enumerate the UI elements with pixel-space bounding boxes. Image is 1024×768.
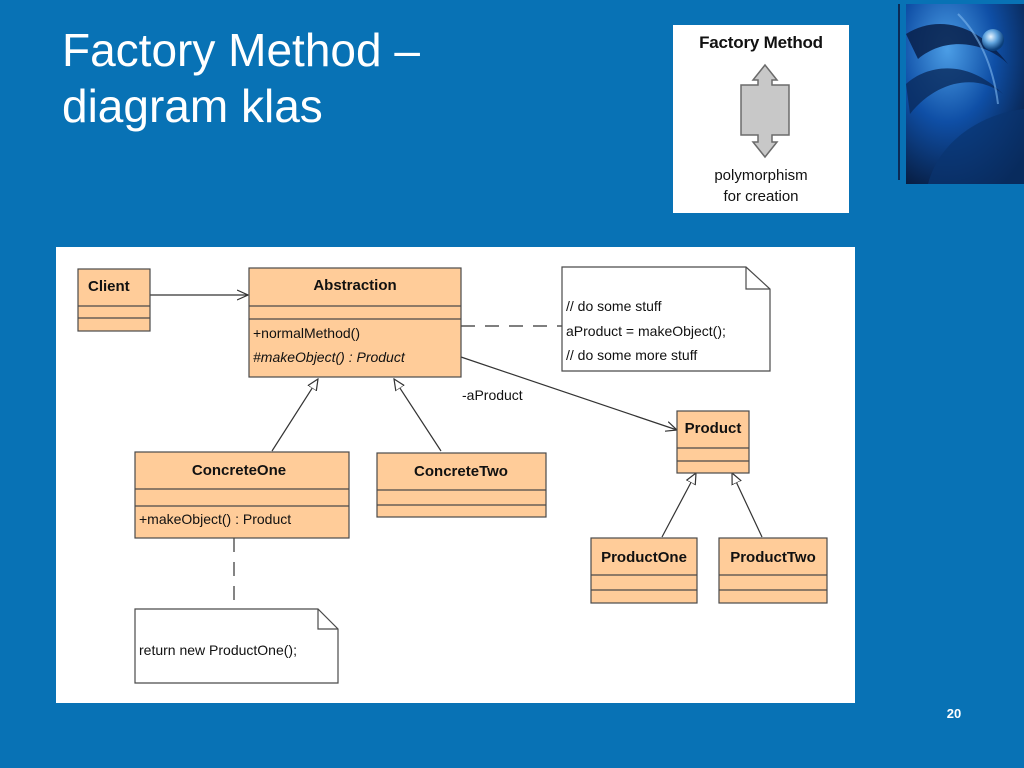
page-number: 20 [946,706,962,721]
note-concrete-one: return new ProductOne(); [134,608,339,684]
slide-title: Factory Method – diagram klas [62,22,622,134]
double-arrow-icon [740,63,790,159]
class-concrete-two: ConcreteTwo [376,452,547,518]
note-abstraction-line-2: aProduct = makeObject(); [566,323,726,339]
uml-class-diagram: -aProduct Client Abstraction +normalMeth… [56,247,855,703]
decorative-corner-image [898,4,1024,184]
generalization-concrete-one [271,379,318,452]
note-abstraction-line-3: // do some more stuff [566,347,697,363]
card-caption: polymorphism for creation [673,165,849,207]
class-concrete-one-name: ConcreteOne [192,462,286,479]
class-concrete-two-name: ConcreteTwo [414,463,508,480]
card-caption-line-2: for creation [723,188,799,205]
class-client-name: Client [88,278,130,295]
operation-normal-method: +normalMethod() [253,325,360,341]
card-title: Factory Method [699,33,823,52]
class-client: Client [77,268,151,332]
operation-concrete-make-object: +makeObject() : Product [139,511,291,527]
class-product-two: ProductTwo [718,537,828,604]
factory-method-card: Factory Method polymorphism for creation [673,25,849,213]
slide-title-line-1: Factory Method – [62,24,420,76]
class-product: Product [676,410,750,474]
generalization-product-two [732,473,763,538]
generalization-concrete-two [394,379,442,452]
class-concrete-one: ConcreteOne +makeObject() : Product [134,451,350,539]
slide-title-line-2: diagram klas [62,80,323,132]
operation-make-object: #makeObject() : Product [253,349,406,365]
class-abstraction: Abstraction +normalMethod() #makeObject(… [248,267,462,378]
note-abstraction: // do some stuff aProduct = makeObject()… [561,266,771,372]
note-abstraction-line-1: // do some stuff [566,298,662,314]
generalization-product-one [661,473,696,538]
class-product-name: Product [685,420,742,437]
note-concrete-one-text: return new ProductOne(); [139,642,297,658]
class-abstraction-name: Abstraction [313,277,396,294]
product-association-line [460,356,677,430]
class-product-two-name: ProductTwo [730,549,816,566]
card-caption-line-1: polymorphism [714,167,808,184]
class-product-one-name: ProductOne [601,549,687,566]
class-product-one: ProductOne [590,537,698,604]
association-label: -aProduct [462,387,523,403]
